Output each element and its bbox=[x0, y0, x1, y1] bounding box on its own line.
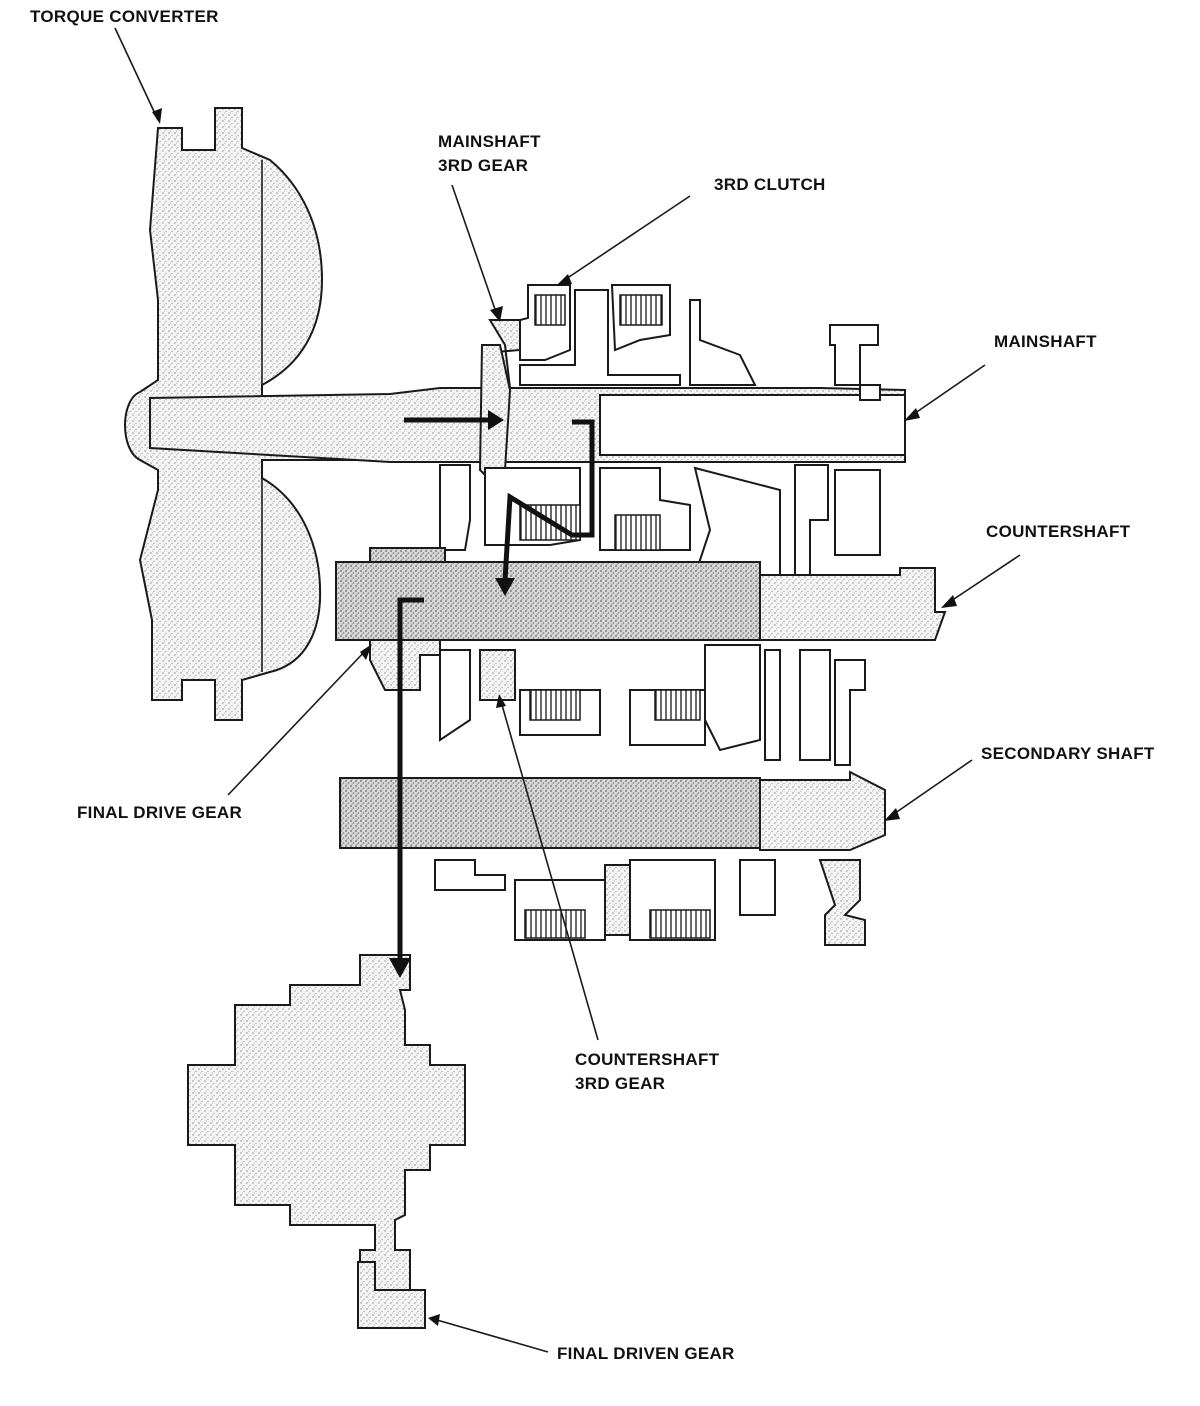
label-final-drive-gear: FINAL DRIVE GEAR bbox=[77, 803, 243, 822]
flow-arrow-final-drive bbox=[397, 597, 424, 960]
secondary-shaft bbox=[339, 770, 886, 851]
differential-final-driven-gear bbox=[187, 954, 466, 1329]
power-flow-path bbox=[389, 410, 595, 978]
secondary-shaft-gear-cluster bbox=[434, 859, 866, 946]
countershaft bbox=[335, 547, 947, 641]
leader-3rd-clutch bbox=[559, 195, 691, 284]
label-3rd-clutch: 3RD CLUTCH bbox=[714, 175, 826, 194]
leader-lines bbox=[114, 27, 1021, 1353]
leader-final-driven-gear bbox=[429, 1317, 549, 1353]
leader-mainshaft-3rd-gear bbox=[451, 184, 499, 319]
countershaft-gear-cluster bbox=[369, 639, 866, 766]
leader-mainshaft bbox=[907, 364, 986, 419]
label-mainshaft-3rd-gear-line2: 3RD GEAR bbox=[438, 156, 529, 175]
label-countershaft-3rd-gear-line1: COUNTERSHAFT bbox=[575, 1050, 720, 1069]
flow-arrow-3rd-clutch bbox=[502, 419, 595, 581]
label-final-driven-gear: FINAL DRIVEN GEAR bbox=[557, 1344, 735, 1363]
leader-countershaft-3rd-gear bbox=[499, 697, 599, 1041]
label-torque-converter: TORQUE CONVERTER bbox=[30, 7, 219, 26]
label-countershaft: COUNTERSHAFT bbox=[986, 522, 1131, 541]
label-mainshaft: MAINSHAFT bbox=[994, 332, 1097, 351]
leader-final-drive-gear bbox=[227, 647, 369, 796]
label-mainshaft-3rd-gear-line1: MAINSHAFT bbox=[438, 132, 541, 151]
label-secondary-shaft: SECONDARY SHAFT bbox=[981, 744, 1155, 763]
label-countershaft-3rd-gear-line2: 3RD GEAR bbox=[575, 1074, 666, 1093]
leader-torque-converter bbox=[114, 27, 159, 121]
mainshaft bbox=[149, 387, 906, 463]
leader-countershaft bbox=[944, 554, 1021, 606]
leader-secondary-shaft bbox=[887, 759, 973, 819]
